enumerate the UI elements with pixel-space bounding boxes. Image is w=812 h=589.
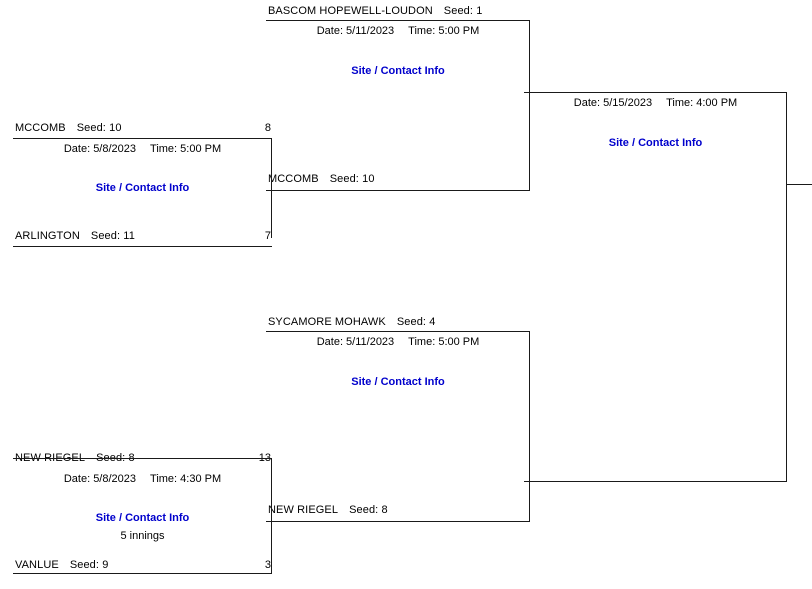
r2-lower-bottom-team-name: NEW RIEGEL bbox=[268, 504, 339, 516]
r3-final-right-connector bbox=[786, 92, 787, 482]
r2-upper-bottom-rail bbox=[266, 190, 530, 191]
r2-lower-datetime: Date: 5/11/2023 Time: 5:00 PM bbox=[266, 336, 530, 349]
r3-final-bottom-rail bbox=[524, 481, 787, 482]
r3-final-datetime: Date: 5/15/2023 Time: 4:00 PM bbox=[524, 97, 787, 110]
r2-upper-time: Time: 5:00 PM bbox=[408, 25, 480, 37]
r1-upper-top-score: 8 bbox=[264, 122, 271, 134]
r2-upper-bottom-team: MCCOMB Seed: 10 bbox=[268, 173, 375, 185]
r2-upper-datetime: Date: 5/11/2023 Time: 5:00 PM bbox=[266, 25, 530, 38]
r1-upper-top-team: MCCOMB Seed: 10 bbox=[15, 122, 122, 134]
r3-final-top-rail bbox=[524, 92, 787, 93]
r2-lower-top-team: SYCAMORE MOHAWK Seed: 4 bbox=[268, 316, 435, 328]
r1-upper-datetime: Date: 5/8/2023 Time: 5:00 PM bbox=[13, 143, 272, 156]
r1-upper-top-team-name: MCCOMB bbox=[15, 122, 66, 134]
r1-upper-top-rail bbox=[13, 138, 272, 139]
r2-upper-bottom-team-seed: Seed: 10 bbox=[329, 173, 375, 185]
r3-final-champion-stub bbox=[786, 184, 812, 185]
r2-upper-bottom-team-name: MCCOMB bbox=[268, 173, 319, 185]
r1-lower-bottom-score: 3 bbox=[264, 559, 271, 571]
r1-upper-bottom-score: 7 bbox=[264, 230, 271, 242]
r3-final-site-contact-link[interactable]: Site / Contact Info bbox=[608, 137, 703, 149]
r3-final-date: Date: 5/15/2023 bbox=[573, 97, 653, 109]
r2-lower-bottom-team-seed: Seed: 8 bbox=[349, 504, 388, 516]
r1-upper-site-contact-link[interactable]: Site / Contact Info bbox=[95, 182, 190, 194]
r1-lower-innings-note: 5 innings bbox=[120, 530, 165, 542]
r2-upper-date: Date: 5/11/2023 bbox=[316, 25, 395, 37]
r2-lower-bottom-rail bbox=[266, 521, 530, 522]
r1-upper-date: Date: 5/8/2023 bbox=[63, 143, 137, 155]
r2-lower-top-team-name: SYCAMORE MOHAWK bbox=[268, 316, 386, 328]
r1-upper-time: Time: 5:00 PM bbox=[150, 143, 222, 155]
r1-lower-date: Date: 5/8/2023 bbox=[63, 473, 137, 485]
r1-lower-site-contact-link[interactable]: Site / Contact Info bbox=[95, 512, 190, 524]
r2-upper-top-team-seed: Seed: 1 bbox=[443, 5, 483, 17]
r2-upper-site-contact-link[interactable]: Site / Contact Info bbox=[351, 65, 445, 77]
r2-upper-top-rail bbox=[266, 20, 530, 21]
r1-lower-time: Time: 4:30 PM bbox=[150, 473, 222, 485]
r1-upper-top-team-seed: Seed: 10 bbox=[76, 122, 122, 134]
r1-lower-datetime: Date: 5/8/2023 Time: 4:30 PM bbox=[13, 473, 272, 486]
r2-upper-right-connector bbox=[529, 20, 530, 190]
r2-lower-top-team-seed: Seed: 4 bbox=[396, 316, 436, 328]
r2-upper-top-team-name: BASCOM HOPEWELL-LOUDON bbox=[268, 5, 433, 17]
r2-lower-bottom-team: NEW RIEGEL Seed: 8 bbox=[268, 504, 388, 516]
r1-upper-bottom-team-seed: Seed: 11 bbox=[90, 230, 135, 242]
r2-upper-top-team: BASCOM HOPEWELL-LOUDON Seed: 1 bbox=[268, 5, 482, 17]
r1-lower-bottom-team: VANLUE Seed: 9 bbox=[15, 559, 108, 571]
r3-final-time: Time: 4:00 PM bbox=[666, 97, 738, 109]
r2-lower-top-rail bbox=[266, 331, 530, 332]
r1-lower-top-rail bbox=[13, 458, 272, 459]
r2-lower-date: Date: 5/11/2023 bbox=[316, 336, 395, 348]
r1-upper-bottom-rail bbox=[13, 246, 272, 247]
r1-lower-bottom-team-name: VANLUE bbox=[15, 559, 59, 571]
r1-upper-bottom-team: ARLINGTON Seed: 11 bbox=[15, 230, 135, 242]
r2-lower-time: Time: 5:00 PM bbox=[408, 336, 480, 348]
r1-lower-bottom-team-seed: Seed: 9 bbox=[69, 559, 109, 571]
r1-upper-bottom-team-name: ARLINGTON bbox=[15, 230, 80, 242]
r1-upper-right-connector bbox=[271, 138, 272, 238]
r2-lower-site-contact-link[interactable]: Site / Contact Info bbox=[351, 376, 445, 388]
r1-lower-right-connector bbox=[271, 458, 272, 573]
r1-lower-bottom-rail bbox=[13, 573, 272, 574]
r2-lower-right-connector bbox=[529, 331, 530, 521]
